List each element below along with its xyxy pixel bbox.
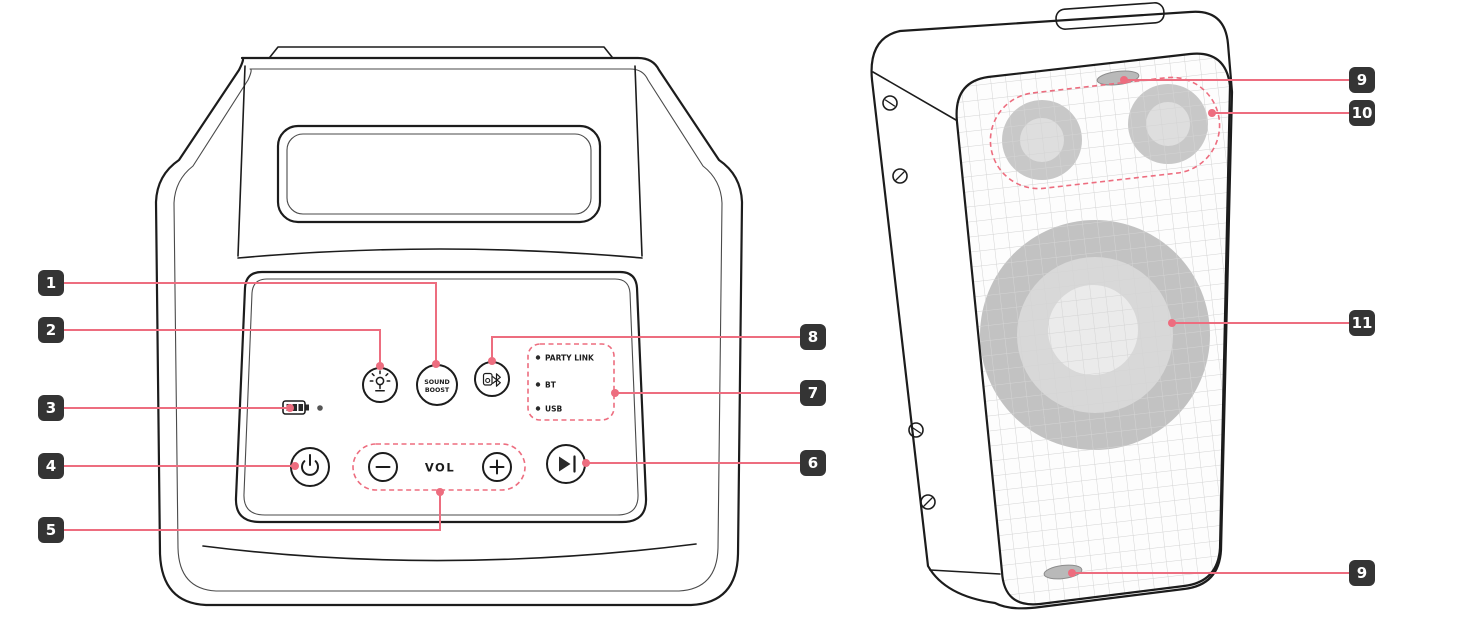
callout-4-number: 4 — [46, 457, 56, 475]
grille-mesh — [955, 52, 1232, 606]
battery-terminal — [305, 404, 309, 411]
sound-boost-label-line2: BOOST — [425, 387, 450, 394]
power-icon — [301, 454, 319, 476]
callout-3-number: 3 — [46, 399, 56, 417]
volume-callout-outline — [352, 443, 526, 491]
callout-1-line — [63, 282, 437, 364]
callout-7-number: 7 — [808, 384, 818, 402]
callout-badges: 1 2 3 4 5 6 7 8 — [38, 67, 1375, 586]
callout-1-number: 1 — [46, 274, 56, 292]
callout-9-bottom-number: 9 — [1357, 564, 1367, 582]
callout-8-dot — [488, 357, 496, 365]
bottom-band-crease — [929, 569, 1001, 575]
callout-7-dot — [611, 389, 619, 397]
callout-9-bottom-badge: 9 — [1349, 560, 1375, 586]
volume-label: VOL — [425, 461, 455, 475]
screw-1 — [882, 95, 898, 111]
battery-bar-2 — [292, 404, 297, 411]
volume-plus-icon — [489, 459, 505, 475]
callout-11-badge: 11 — [1349, 310, 1375, 336]
power-button — [290, 447, 330, 487]
callout-6-badge: 6 — [800, 450, 826, 476]
sound-boost-button: SOUND BOOST — [416, 364, 458, 406]
volume-group: VOL — [352, 443, 526, 491]
screw-2 — [892, 168, 908, 184]
control-panel-inner — [243, 278, 639, 516]
callout-1-dot — [432, 360, 440, 368]
bluetooth-pairing-button — [474, 361, 510, 397]
control-panel: SOUND BOOST — [234, 270, 648, 524]
callout-6-number: 6 — [808, 454, 818, 472]
battery-bar-3 — [298, 404, 303, 411]
callout-6-dot — [582, 459, 590, 467]
body-inner-contour — [173, 68, 723, 592]
body-outline — [154, 56, 744, 607]
bt-led — [535, 382, 541, 387]
party-link-led — [535, 355, 541, 360]
callout-4-badge: 4 — [38, 453, 64, 479]
callout-2-badge: 2 — [38, 317, 64, 343]
callout-5-number: 5 — [46, 521, 56, 539]
callout-9-top-badge: 9 — [1349, 67, 1375, 93]
source-indicators: PARTY LINK BT USB — [527, 343, 615, 421]
callout-7-badge: 7 — [800, 380, 826, 406]
bluetooth-pairing-icon — [482, 372, 501, 387]
play-pause-button — [546, 444, 586, 484]
screw-3 — [908, 422, 924, 438]
top-handle — [1055, 2, 1165, 30]
party-link-label: PARTY LINK — [545, 354, 595, 363]
battery-led-dot — [317, 405, 323, 411]
callout-5-badge: 5 — [38, 517, 64, 543]
lighting-icon — [369, 370, 391, 392]
usb-label: USB — [545, 405, 562, 414]
bt-label: BT — [545, 381, 557, 390]
indicators-callout-outline — [527, 343, 615, 421]
callout-10-dot — [1208, 109, 1216, 117]
callout-8-line — [491, 336, 801, 360]
callout-1-badge: 1 — [38, 270, 64, 296]
callout-2-number: 2 — [46, 321, 56, 339]
top-view-speaker: SOUND BOOST — [154, 46, 744, 607]
callout-9-top-number: 9 — [1357, 71, 1367, 89]
callout-3-badge: 3 — [38, 395, 64, 421]
handle-recess-inner — [286, 133, 592, 215]
top-back-edge — [269, 46, 613, 58]
callout-lines — [63, 76, 1350, 577]
front-view-speaker — [870, 2, 1234, 610]
callout-11-number: 11 — [1352, 314, 1373, 332]
callout-11-dot — [1168, 319, 1176, 327]
bottom-band-edge — [202, 543, 697, 562]
callout-9-top-dot — [1120, 76, 1128, 84]
usb-led — [535, 406, 541, 411]
screws — [882, 95, 936, 510]
callout-4-dot — [291, 462, 299, 470]
callout-9-bottom-dot — [1068, 569, 1076, 577]
callout-2-dot — [376, 362, 384, 370]
callout-8-badge: 8 — [800, 324, 826, 350]
callout-8-number: 8 — [808, 328, 818, 346]
callout-10-badge: 10 — [1349, 100, 1375, 126]
screw-4 — [920, 494, 936, 510]
top-band-crease — [872, 71, 957, 121]
lighting-button — [362, 367, 398, 403]
top-face-front-edge — [237, 248, 643, 259]
callout-10-number: 10 — [1352, 104, 1373, 122]
callout-3-dot — [286, 404, 294, 412]
tweeter-callout-outline — [989, 76, 1221, 190]
top-face-right-crease — [634, 65, 643, 257]
play-pause-icon — [559, 455, 576, 473]
callout-2-line — [63, 329, 381, 366]
callout-5-line — [63, 493, 441, 531]
front-body-outline — [870, 10, 1234, 610]
top-face-left-crease — [237, 65, 246, 257]
callout-5-dot — [436, 488, 444, 496]
sound-boost-label-line1: SOUND — [424, 379, 450, 386]
handle-recess-outer — [276, 124, 602, 224]
